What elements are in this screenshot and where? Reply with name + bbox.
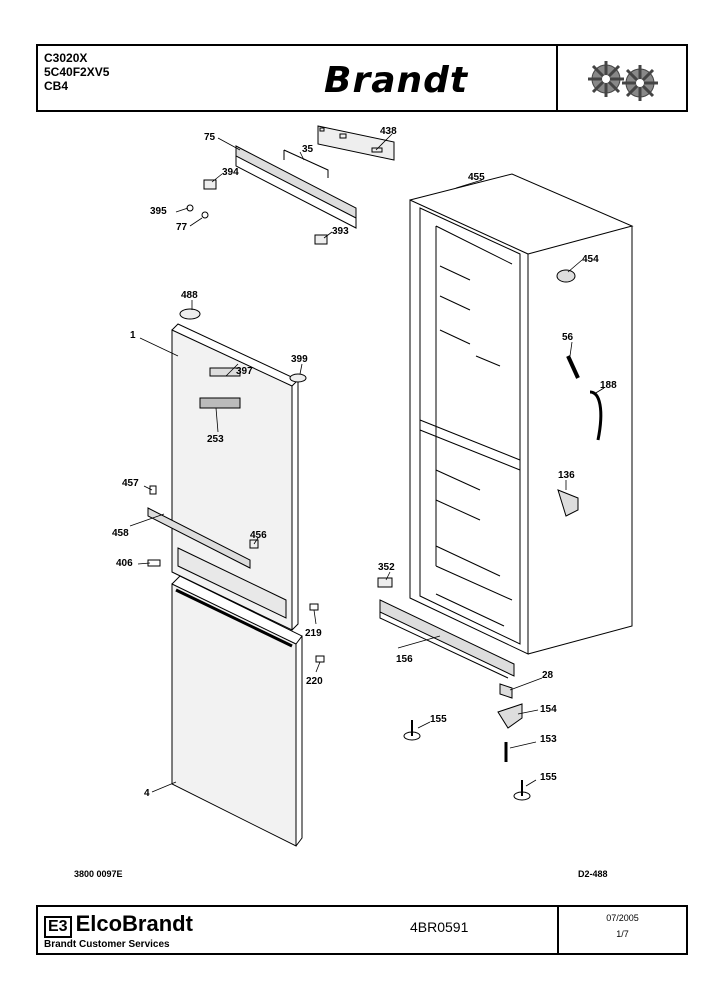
elcobrandt-mark: E3 xyxy=(44,916,72,938)
part-label-458: 458 xyxy=(112,528,129,539)
date-box: 07/2005 1/7 xyxy=(557,907,686,953)
model-line-2: 5C40F2XV5 xyxy=(44,65,110,79)
part-label-155-top: 155 xyxy=(430,714,447,725)
part-label-455: 455 xyxy=(468,172,485,183)
part-label-393: 393 xyxy=(332,226,349,237)
page-number: 1/7 xyxy=(616,929,629,939)
part-label-456: 456 xyxy=(250,530,267,541)
part-label-352: 352 xyxy=(378,562,395,573)
part-label-395: 395 xyxy=(150,206,167,217)
part-label-394: 394 xyxy=(222,167,239,178)
model-line-1: C3020X xyxy=(44,51,88,65)
part-label-220: 220 xyxy=(306,676,323,687)
part-label-154: 154 xyxy=(540,704,557,715)
part-label-153: 153 xyxy=(540,734,557,745)
part-label-188: 188 xyxy=(600,380,617,391)
part-label-77: 77 xyxy=(176,222,188,233)
part-label-35: 35 xyxy=(302,144,314,155)
part-label-4: 4 xyxy=(144,788,150,799)
part-label-155-bottom: 155 xyxy=(540,772,557,783)
date: 07/2005 xyxy=(606,913,639,923)
part-label-253: 253 xyxy=(207,434,224,445)
part-label-406: 406 xyxy=(116,558,133,569)
reference-number: 4BR0591 xyxy=(410,919,469,935)
part-label-56: 56 xyxy=(562,332,574,343)
gears-icon xyxy=(588,61,658,101)
footer-subtitle: Brandt Customer Services xyxy=(44,939,170,950)
part-label-397: 397 xyxy=(236,366,253,377)
part-label-454: 454 xyxy=(582,254,599,265)
part-label-399: 399 xyxy=(291,354,308,365)
document-number: 3800 0097E xyxy=(74,869,123,879)
model-line-3: CB4 xyxy=(44,79,69,93)
part-label-1: 1 xyxy=(130,330,136,341)
part-label-75: 75 xyxy=(204,132,216,143)
part-label-438: 438 xyxy=(380,126,397,137)
part-label-219: 219 xyxy=(305,628,322,639)
drawing-code: D2-488 xyxy=(578,869,608,879)
part-label-457: 457 xyxy=(122,478,139,489)
part-label-156: 156 xyxy=(396,654,413,665)
brand-logo: Brandt xyxy=(324,60,469,101)
part-label-28: 28 xyxy=(542,670,554,681)
title-block: C3020X 5C40F2XV5 CB4 Brandt xyxy=(36,44,688,112)
part-label-136: 136 xyxy=(558,470,575,481)
part-label-488: 488 xyxy=(181,290,198,301)
